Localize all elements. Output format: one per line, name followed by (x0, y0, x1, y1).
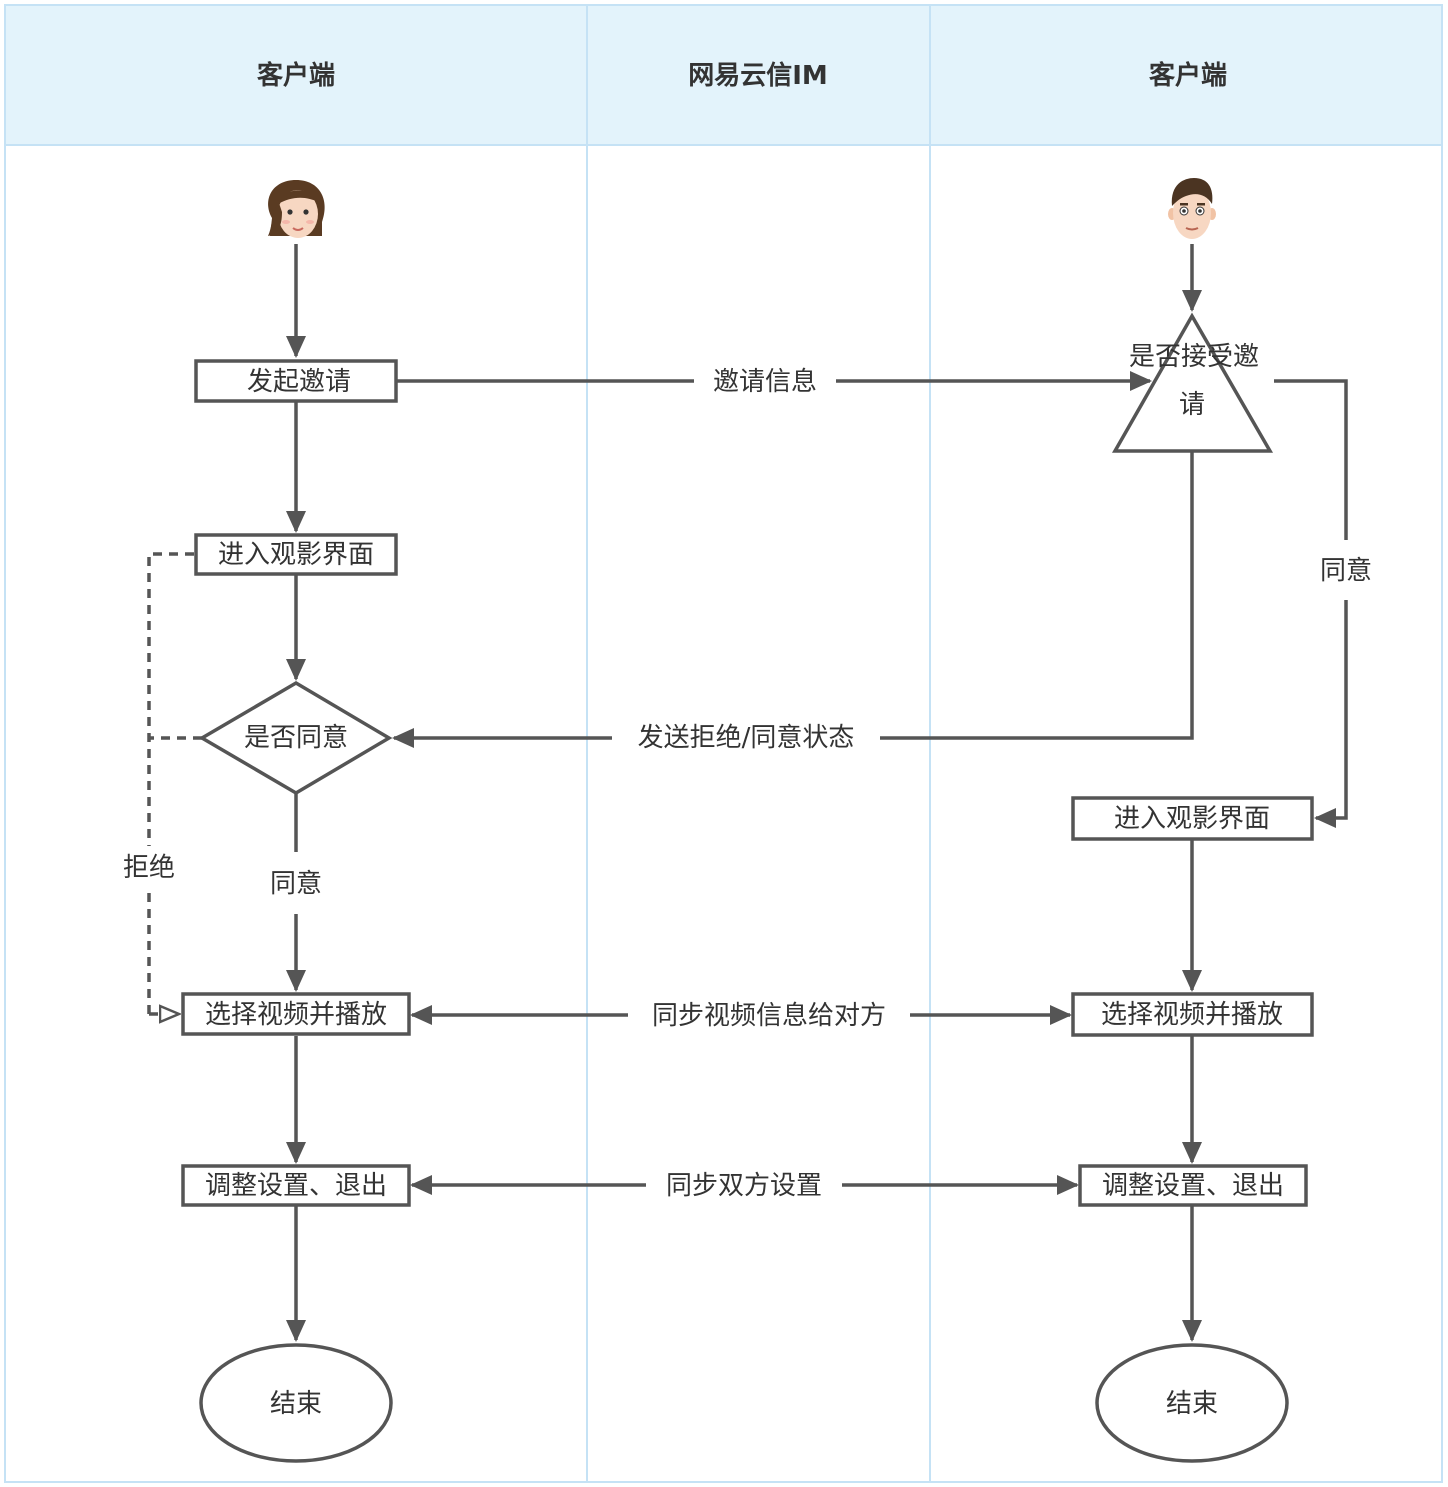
node-select-play-right (1071, 992, 1314, 1037)
man-avatar-icon (1168, 178, 1216, 239)
edge-label-reject: 拒绝 (123, 853, 175, 883)
node-label-accept-decision-line1: 是否接受邀 (1129, 342, 1259, 372)
node-label-agree-decision: 是否同意 (244, 723, 348, 753)
node-label-select-play-right: 选择视频并播放 (1101, 1000, 1283, 1030)
label-bg-agree-left (264, 852, 328, 914)
edge-label-sync-video: 同步视频信息给对方 (652, 1001, 886, 1031)
node-adjust-exit-right (1078, 1164, 1308, 1207)
label-bg-invite-info (694, 362, 836, 400)
node-accept-decision (1111, 312, 1274, 453)
node-label-select-play-left: 选择视频并播放 (205, 1000, 387, 1030)
node-label-adjust-exit-right: 调整设置、退出 (1102, 1171, 1284, 1201)
label-bg-agree-right (1316, 540, 1376, 600)
node-enter-room-right (1071, 796, 1314, 841)
lane-title-left-client: 客户端 (257, 60, 335, 91)
node-send-invite (194, 359, 398, 403)
node-label-enter-room-right: 进入观影界面 (1114, 804, 1270, 834)
lane-title-netease-im: 网易云信IM (688, 61, 828, 91)
edge-reject-loop-top (147, 552, 194, 1014)
label-bg-reject (119, 846, 179, 888)
node-label-accept-decision-line2: 请 (1179, 390, 1205, 420)
node-label-send-invite: 发起邀请 (247, 367, 351, 397)
label-bg-send-status (612, 718, 880, 758)
node-adjust-exit-left (181, 1164, 411, 1207)
label-bg-sync-video (628, 995, 910, 1035)
node-enter-room-left (194, 533, 398, 576)
lane-frame (4, 4, 1443, 1483)
woman-avatar-icon (268, 180, 325, 238)
lane-title-right-client: 客户端 (1149, 60, 1227, 91)
node-end-left (199, 1343, 393, 1463)
node-select-play-left (181, 992, 411, 1036)
label-bg-sync-settings (646, 1165, 842, 1205)
lane-header-band (5, 5, 1442, 145)
node-label-enter-room-left: 进入观影界面 (218, 540, 374, 570)
edge-label-agree-right: 同意 (1320, 556, 1372, 586)
edge-label-agree-left: 同意 (270, 869, 322, 899)
node-agree-decision (198, 680, 393, 796)
node-label-adjust-exit-left: 调整设置、退出 (205, 1171, 387, 1201)
node-label-end-right: 结束 (1166, 1389, 1218, 1419)
node-label-end-left: 结束 (270, 1389, 322, 1419)
edge-label-sync-settings: 同步双方设置 (666, 1171, 822, 1201)
edge-label-send-status: 发送拒绝/同意状态 (638, 723, 855, 753)
edge-send-status (392, 452, 1194, 748)
edge-label-invite-info: 邀请信息 (713, 367, 817, 397)
node-end-right (1095, 1343, 1289, 1463)
